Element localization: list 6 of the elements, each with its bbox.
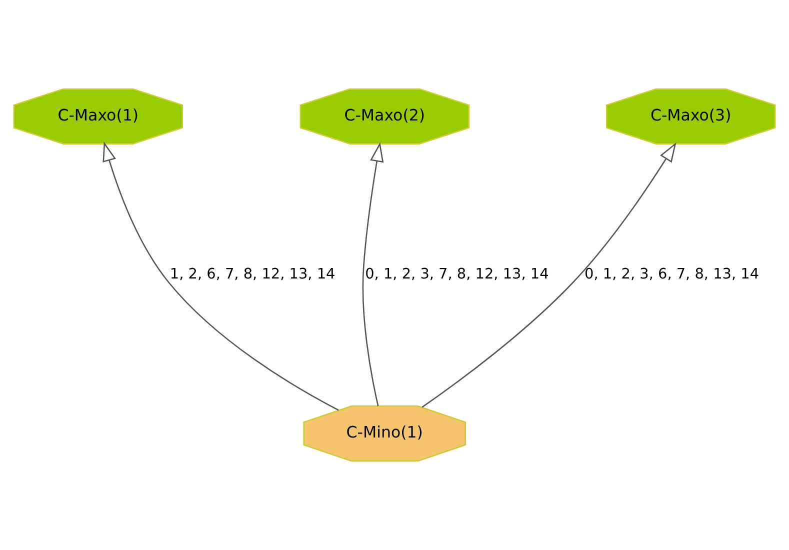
- edge-label: 1, 2, 6, 7, 8, 12, 13, 14: [170, 266, 336, 283]
- arrow: [422, 142, 676, 408]
- arrow: [102, 142, 339, 411]
- edge-label: 0, 1, 2, 3, 6, 7, 8, 13, 14: [584, 266, 760, 283]
- edge-label: 0, 1, 2, 3, 7, 8, 12, 13, 14: [365, 266, 549, 283]
- arrow: [362, 142, 384, 406]
